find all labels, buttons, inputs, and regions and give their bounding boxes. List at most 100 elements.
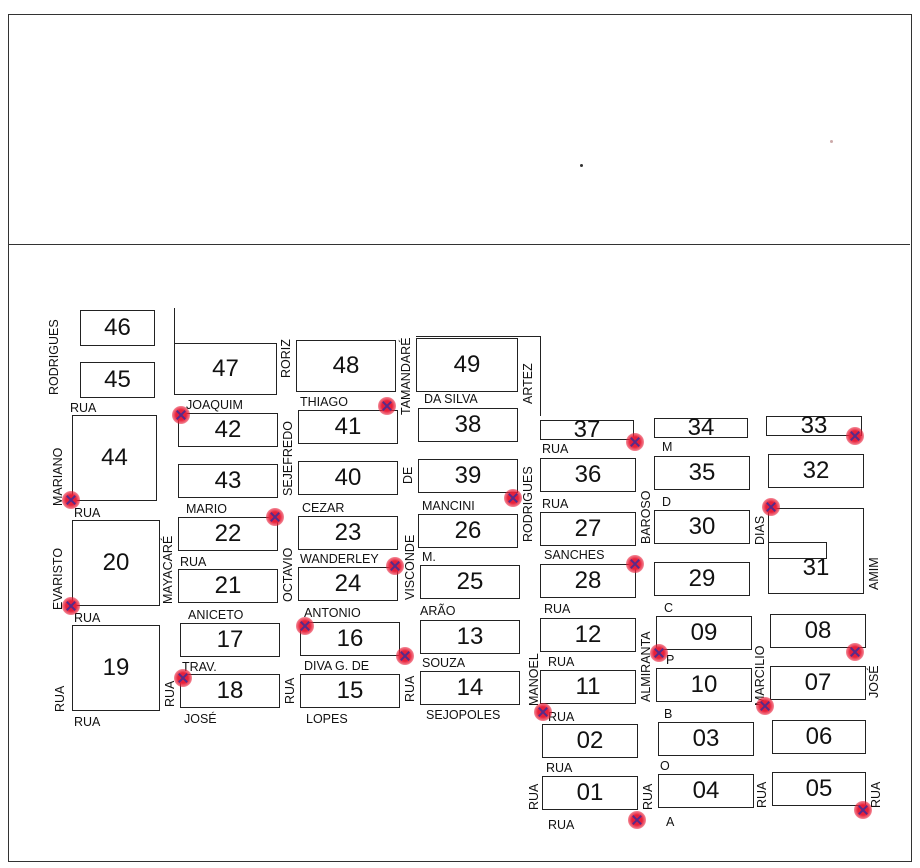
block-09[interactable]: 09 <box>656 616 752 650</box>
block-13[interactable]: 13 <box>420 620 520 654</box>
street-label: SOUZA <box>422 656 466 670</box>
crossed-marker-icon[interactable] <box>846 427 864 445</box>
block-38[interactable]: 38 <box>418 408 518 442</box>
street-label: RUA <box>53 685 67 712</box>
block-40[interactable]: 40 <box>298 461 398 495</box>
block-47[interactable]: 47 <box>174 343 277 395</box>
block-19[interactable]: 19 <box>72 625 160 711</box>
boundary-line <box>769 558 827 560</box>
block-05[interactable]: 05 <box>772 772 866 806</box>
street-label: MANCINI <box>422 499 475 513</box>
block-10[interactable]: 10 <box>656 668 752 702</box>
block-29[interactable]: 29 <box>654 562 750 596</box>
block-14[interactable]: 14 <box>420 671 520 705</box>
crossed-marker-icon[interactable] <box>266 508 284 526</box>
block-22[interactable]: 22 <box>178 517 278 551</box>
street-label: TRAV. <box>182 660 217 674</box>
block-06[interactable]: 06 <box>772 720 866 754</box>
street-label: OCTAVIO <box>281 547 295 602</box>
crossed-marker-icon[interactable] <box>626 433 644 451</box>
block-43[interactable]: 43 <box>178 464 278 498</box>
street-label: MARIO <box>186 502 227 516</box>
block-41[interactable]: 41 <box>298 410 398 444</box>
speck <box>580 164 583 167</box>
block-44[interactable]: 44 <box>72 415 157 501</box>
street-label: THIAGO <box>300 395 348 409</box>
street-label: RUA <box>74 611 101 625</box>
street-label: RUA <box>70 401 97 415</box>
street-label: RUA <box>74 506 101 520</box>
street-label: RODRIGUES <box>47 319 61 395</box>
block-18[interactable]: 18 <box>180 674 280 708</box>
crossed-marker-icon[interactable] <box>854 801 872 819</box>
block-39[interactable]: 39 <box>418 459 518 493</box>
street-label: DA SILVA <box>424 392 478 406</box>
street-label: RUA <box>755 781 769 808</box>
block-49[interactable]: 49 <box>416 338 518 392</box>
street-label: BAROSO <box>639 490 653 545</box>
block-25[interactable]: 25 <box>420 565 520 599</box>
crossed-marker-icon[interactable] <box>534 703 552 721</box>
street-label: DE <box>401 466 415 484</box>
block-42[interactable]: 42 <box>178 413 278 447</box>
block-02[interactable]: 02 <box>542 724 638 758</box>
block-33[interactable]: 33 <box>766 412 862 439</box>
block-26[interactable]: 26 <box>418 514 518 548</box>
block-08[interactable]: 08 <box>770 614 866 648</box>
block-48[interactable]: 48 <box>296 340 396 392</box>
block-34[interactable]: 34 <box>654 414 748 441</box>
crossed-marker-icon[interactable] <box>626 555 644 573</box>
block-30[interactable]: 30 <box>654 510 750 544</box>
block-17[interactable]: 17 <box>180 623 280 657</box>
crossed-marker-icon[interactable] <box>62 491 80 509</box>
block-28[interactable]: 28 <box>540 564 636 598</box>
block-35[interactable]: 35 <box>654 456 750 490</box>
block-04[interactable]: 04 <box>658 774 754 808</box>
block-37[interactable]: 37 <box>540 416 634 443</box>
block-16[interactable]: 16 <box>300 622 400 656</box>
street-label: P <box>666 653 675 667</box>
block-45[interactable]: 45 <box>80 362 155 398</box>
crossed-marker-icon[interactable] <box>174 669 192 687</box>
crossed-marker-icon[interactable] <box>650 644 668 662</box>
block-27[interactable]: 27 <box>540 512 636 546</box>
crossed-marker-icon[interactable] <box>396 647 414 665</box>
block-23[interactable]: 23 <box>298 516 398 550</box>
street-label: MAYACARÉ <box>161 535 175 604</box>
crossed-marker-icon[interactable] <box>296 617 314 635</box>
street-label: SANCHES <box>544 548 605 562</box>
block-36[interactable]: 36 <box>540 458 636 492</box>
block-21[interactable]: 21 <box>178 569 278 603</box>
block-32[interactable]: 32 <box>768 454 864 488</box>
crossed-marker-icon[interactable] <box>628 811 646 829</box>
block-24[interactable]: 24 <box>298 567 398 601</box>
street-label: C <box>664 601 674 615</box>
street-label: VISCONDE <box>403 534 417 600</box>
street-label: WANDERLEY <box>300 552 379 566</box>
block-15[interactable]: 15 <box>300 674 400 708</box>
crossed-marker-icon[interactable] <box>62 597 80 615</box>
block-46[interactable]: 46 <box>80 310 155 346</box>
block-07[interactable]: 07 <box>770 666 866 700</box>
block-31[interactable]: 31 <box>768 508 864 594</box>
crossed-marker-icon[interactable] <box>378 397 396 415</box>
street-label: RUA <box>403 675 417 702</box>
crossed-marker-icon[interactable] <box>846 643 864 661</box>
crossed-marker-icon[interactable] <box>504 489 522 507</box>
street-label: DIAS <box>753 515 767 545</box>
crossed-marker-icon[interactable] <box>386 557 404 575</box>
block-20[interactable]: 20 <box>72 520 160 606</box>
block-12[interactable]: 12 <box>540 618 636 652</box>
street-label: ARTEZ <box>521 363 535 404</box>
crossed-marker-icon[interactable] <box>756 697 774 715</box>
block-11[interactable]: 11 <box>540 670 636 704</box>
block-01[interactable]: 01 <box>542 776 638 810</box>
crossed-marker-icon[interactable] <box>172 406 190 424</box>
street-label: RUA <box>180 555 207 569</box>
street-label: RORIZ <box>279 339 293 378</box>
street-label: RUA <box>74 715 101 729</box>
street-label: M <box>662 440 673 454</box>
boundary-line <box>540 336 542 416</box>
block-03[interactable]: 03 <box>658 722 754 756</box>
crossed-marker-icon[interactable] <box>762 498 780 516</box>
